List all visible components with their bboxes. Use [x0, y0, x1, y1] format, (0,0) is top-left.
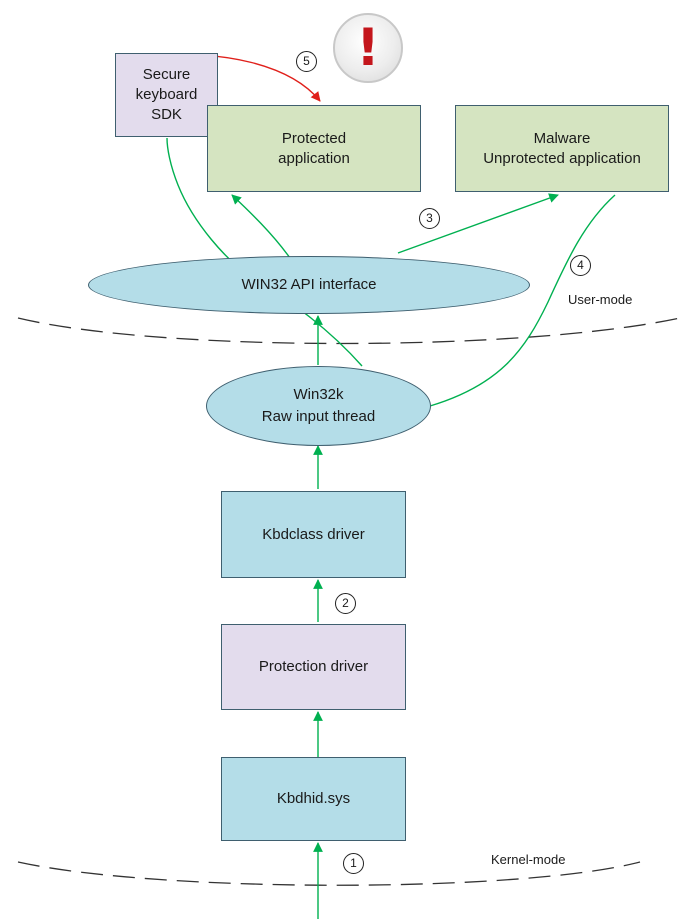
win32k-node: Win32k Raw input thread: [206, 366, 431, 446]
kbdclass-driver-node: Kbdclass driver: [221, 491, 406, 578]
user-mode-boundary: [17, 317, 681, 345]
win32-api-interface-node: WIN32 API interface: [88, 256, 530, 314]
protected-application-label: Protected application: [278, 129, 350, 167]
arrow-api-to-protected-app: [231, 194, 291, 259]
warning-icon: !: [333, 13, 403, 83]
arrow-win32k-to-malware: [429, 194, 616, 407]
secure-keyboard-sdk-node: Secure keyboard SDK: [115, 53, 218, 137]
step-marker-2: 2: [335, 593, 356, 614]
kbdhid-node: Kbdhid.sys: [221, 757, 406, 841]
step-marker-3: 3: [419, 208, 440, 229]
arrow-win32k-to-sdk: [166, 137, 363, 367]
kernel-mode-label: Kernel-mode: [491, 852, 566, 867]
malware-node: Malware Unprotected application: [455, 105, 669, 192]
protection-driver-node: Protection driver: [221, 624, 406, 710]
kernel-mode-boundary: [17, 861, 641, 886]
malware-label: Malware Unprotected application: [483, 129, 641, 167]
kbdclass-driver-label: Kbdclass driver: [262, 525, 365, 543]
arrow-api-to-malware: [397, 193, 559, 254]
exclamation-mark: !: [356, 18, 380, 78]
user-mode-label: User-mode: [568, 292, 633, 307]
win32-api-interface-label: WIN32 API interface: [241, 276, 377, 293]
kbdhid-label: Kbdhid.sys: [276, 790, 351, 807]
step-marker-4: 4: [570, 255, 591, 276]
secure-keyboard-sdk-label: Secure keyboard SDK: [135, 66, 198, 123]
step-marker-5: 5: [296, 51, 317, 72]
step-marker-1: 1: [343, 853, 364, 874]
win32k-label: Win32k Raw input thread: [261, 386, 376, 425]
protection-driver-label: Protection driver: [258, 658, 369, 675]
protected-application-node: Protected application: [207, 105, 421, 192]
